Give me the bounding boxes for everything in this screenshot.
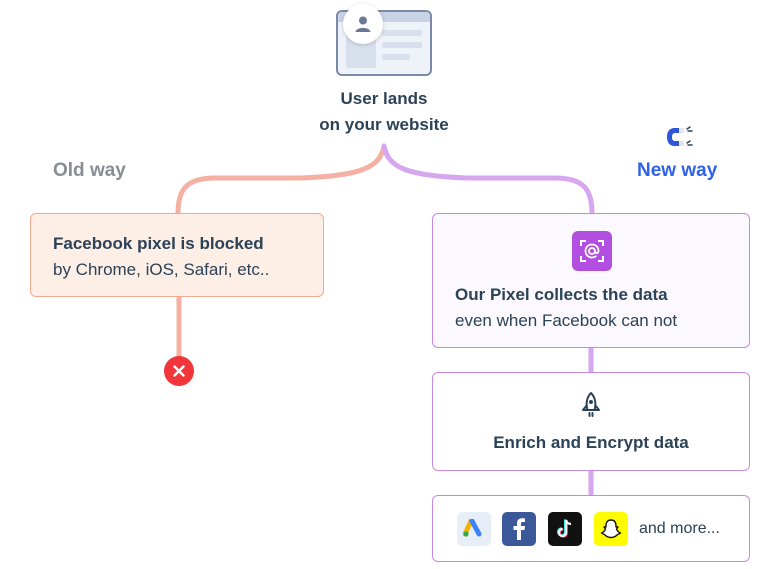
- new-way-connector: [381, 143, 595, 216]
- magnet-icon: [664, 124, 698, 155]
- blocked-x-icon: [164, 356, 194, 386]
- pixel-collects-box: Our Pixel collects the data even when Fa…: [432, 213, 750, 348]
- pixel-blocked-title: Facebook pixel is blocked: [53, 234, 264, 253]
- user-avatar-icon: [343, 4, 383, 44]
- rocket-icon: [579, 391, 603, 424]
- tiktok-icon: [548, 512, 582, 546]
- and-more-label: and more...: [639, 520, 720, 537]
- caption-line-2: on your website: [319, 115, 449, 134]
- pixel-at-scan-icon: [572, 231, 612, 271]
- user-lands-caption: User lands on your website: [284, 86, 484, 138]
- pixel-collects-subtitle: even when Facebook can not: [455, 311, 678, 330]
- destinations-box: and more...: [432, 495, 750, 562]
- enrich-encrypt-box: Enrich and Encrypt data: [432, 372, 750, 471]
- pixel-blocked-box: Facebook pixel is blocked by Chrome, iOS…: [30, 213, 324, 297]
- old-way-connector: [175, 143, 387, 216]
- google-ads-icon: [457, 512, 491, 546]
- old-way-label: Old way: [53, 160, 126, 181]
- facebook-icon: [502, 512, 536, 546]
- caption-line-1: User lands: [340, 89, 428, 108]
- snapchat-icon: [594, 512, 628, 546]
- new-way-label: New way: [637, 160, 718, 181]
- enrich-encrypt-title: Enrich and Encrypt data: [493, 433, 689, 452]
- pixel-collects-title: Our Pixel collects the data: [455, 285, 668, 304]
- pixel-blocked-subtitle: by Chrome, iOS, Safari, etc..: [53, 260, 270, 279]
